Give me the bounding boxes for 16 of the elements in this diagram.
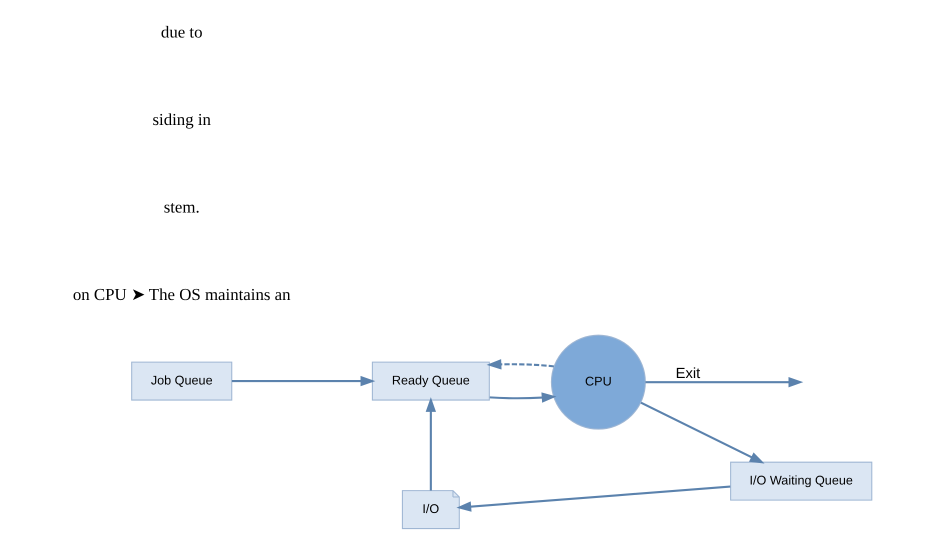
arrow	[426, 397, 436, 491]
node-box: Ready Queue	[372, 362, 490, 401]
node-box: Job Queue	[131, 362, 232, 401]
node-circle: CPU	[550, 334, 646, 430]
arrow	[486, 359, 554, 370]
arrow	[232, 376, 376, 386]
label: on CPU ➤ The OS maintains an	[72, 284, 291, 304]
arrow	[490, 392, 556, 403]
arrow	[645, 376, 804, 388]
edge-label: Exit	[676, 366, 700, 382]
label: stem.	[164, 197, 200, 216]
label: siding in	[152, 110, 211, 129]
arrow	[456, 486, 730, 512]
node-box: I/O Waiting Queue	[730, 462, 872, 501]
arrow	[640, 402, 765, 464]
label: due to	[160, 22, 203, 42]
